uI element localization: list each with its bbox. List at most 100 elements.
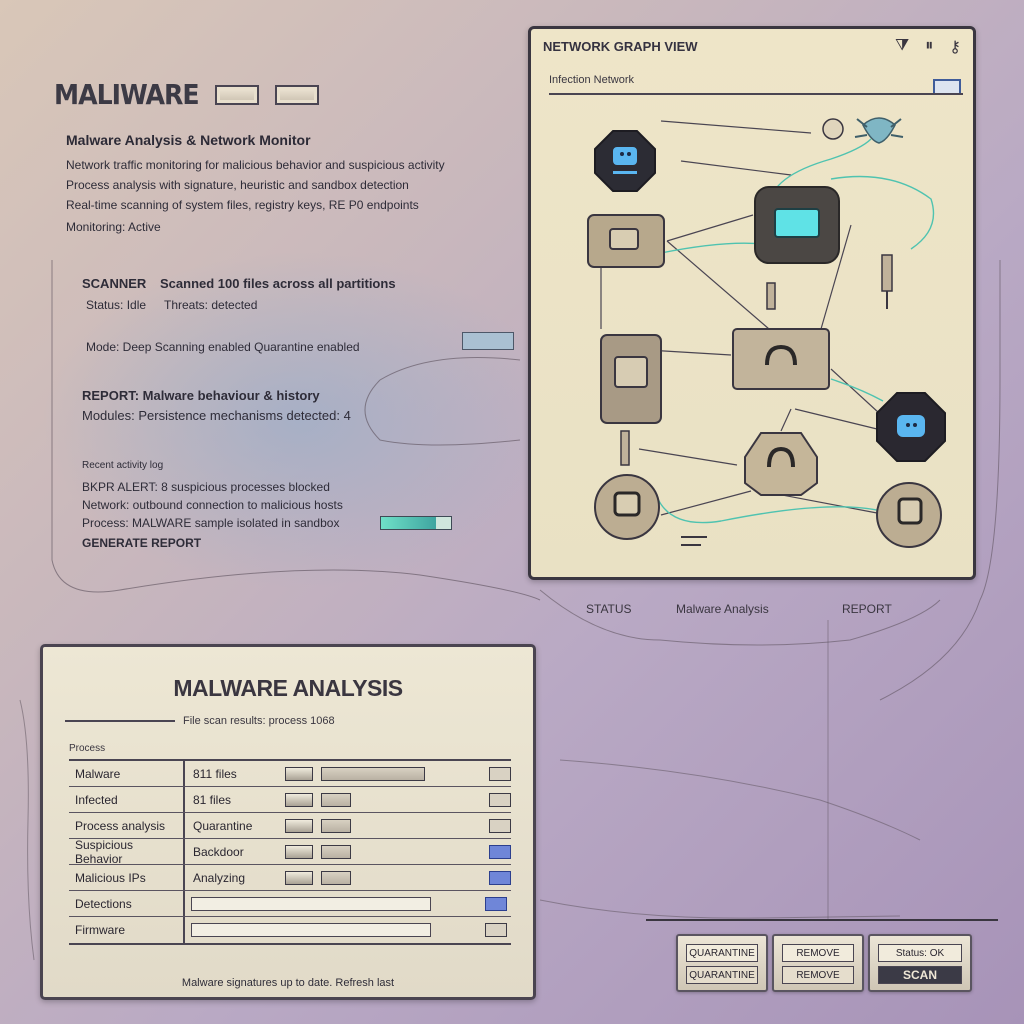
row-value: Backdoor bbox=[193, 844, 244, 859]
edge bbox=[830, 368, 880, 414]
row-checkbox[interactable] bbox=[489, 792, 511, 807]
network-graph-window: NETWORK GRAPH VIEW ⧩ ⏸ ⚷ Infection Netwo… bbox=[528, 26, 976, 580]
row-checkbox[interactable] bbox=[485, 896, 507, 911]
row-input[interactable] bbox=[191, 896, 431, 911]
row-name: Detections bbox=[69, 891, 185, 916]
row-value: 81 files bbox=[193, 792, 232, 807]
scan-button[interactable]: Status: OK SCAN bbox=[868, 934, 972, 992]
log-title: Recent activity log bbox=[82, 460, 164, 471]
caption-analysis: Malware Analysis bbox=[676, 602, 769, 616]
caption-status: STATUS bbox=[586, 602, 632, 616]
app-title: MALIWARE bbox=[54, 78, 200, 111]
row-name: Suspicious Behavior bbox=[69, 838, 185, 866]
connector-icon bbox=[766, 282, 776, 310]
key-icon[interactable]: ⚷ bbox=[949, 39, 961, 56]
edge bbox=[780, 408, 792, 432]
intro-line: Process analysis with signature, heurist… bbox=[66, 178, 409, 192]
quarantine-button[interactable]: QUARANTINE QUARANTINE bbox=[676, 934, 768, 992]
row-value: Quarantine bbox=[193, 818, 253, 833]
teal-edge bbox=[656, 496, 882, 524]
mode-select[interactable] bbox=[462, 332, 514, 350]
row-bar bbox=[321, 870, 351, 885]
table-row[interactable]: Suspicious Behavior Backdoor bbox=[69, 838, 511, 866]
row-checkbox[interactable] bbox=[489, 818, 511, 833]
plug-icon bbox=[881, 254, 893, 309]
teal-edge bbox=[830, 175, 935, 250]
app-header: MALIWARE bbox=[54, 78, 319, 111]
scan-progress-bar bbox=[380, 516, 452, 530]
button-value: REMOVE bbox=[782, 966, 854, 984]
table-header: Process bbox=[69, 743, 106, 754]
row-checkbox[interactable] bbox=[489, 844, 511, 859]
table-row[interactable]: Malware 811 files bbox=[69, 761, 511, 787]
table-row[interactable]: Malicious IPs Analyzing bbox=[69, 865, 511, 891]
edge bbox=[638, 448, 738, 466]
row-toggle[interactable] bbox=[285, 792, 313, 807]
bug-icon bbox=[854, 117, 904, 144]
table-subtitle: File scan results: process 1068 bbox=[65, 715, 335, 727]
device-node bbox=[594, 474, 660, 540]
filter-icon[interactable]: ⧩ bbox=[894, 37, 910, 54]
row-toggle[interactable] bbox=[285, 870, 313, 885]
table-footer: Malware signatures up to date. Refresh l… bbox=[181, 977, 395, 989]
terminal-node bbox=[587, 214, 665, 268]
row-checkbox[interactable] bbox=[489, 766, 511, 781]
scan-mode: Mode: Deep Scanning enabled Quarantine e… bbox=[86, 340, 360, 354]
row-bar bbox=[321, 792, 351, 807]
row-bar bbox=[321, 844, 351, 859]
table-row[interactable]: Detections bbox=[69, 891, 511, 917]
pause-icon[interactable]: ⏸ bbox=[925, 37, 934, 54]
button-value: SCAN bbox=[878, 966, 962, 984]
malware-node bbox=[594, 130, 656, 192]
server-node bbox=[600, 334, 662, 424]
row-input[interactable] bbox=[191, 923, 431, 937]
divider bbox=[549, 93, 963, 95]
row-toggle[interactable] bbox=[285, 818, 313, 833]
row-value: Analyzing bbox=[193, 870, 246, 885]
button-label: QUARANTINE bbox=[686, 944, 758, 962]
table-row[interactable]: Infected 81 files bbox=[69, 787, 511, 813]
page-subtitle: Malware Analysis & Network Monitor bbox=[66, 132, 311, 148]
edge bbox=[666, 240, 770, 330]
row-toggle[interactable] bbox=[285, 766, 313, 781]
row-name: Malware bbox=[69, 761, 185, 786]
row-bar bbox=[321, 766, 425, 781]
table-row[interactable]: Firmware bbox=[69, 917, 511, 943]
log-line: BKPR ALERT: 8 suspicious processes block… bbox=[82, 480, 330, 494]
row-name: Firmware bbox=[69, 917, 185, 943]
edge bbox=[660, 120, 812, 134]
remove-button[interactable]: REMOVE REMOVE bbox=[772, 934, 864, 992]
intro-line: Network traffic monitoring for malicious… bbox=[66, 158, 445, 172]
row-toggle[interactable] bbox=[285, 844, 313, 859]
scan-status: Status: Idle bbox=[86, 298, 147, 312]
caption-report: REPORT bbox=[842, 602, 892, 616]
row-checkbox[interactable] bbox=[489, 870, 511, 885]
header-toggle-button[interactable] bbox=[214, 84, 259, 105]
edge bbox=[820, 224, 852, 330]
action-buttons: QUARANTINE QUARANTINE REMOVE REMOVE Stat… bbox=[676, 934, 972, 992]
row-value: 811 files bbox=[193, 766, 237, 781]
generate-report-link[interactable]: GENERATE REPORT bbox=[82, 536, 202, 550]
row-checkbox[interactable] bbox=[485, 923, 507, 937]
endpoint-node bbox=[876, 482, 942, 548]
header-menu-button[interactable] bbox=[274, 84, 319, 105]
scan-summary: Scanned 100 files across all partitions bbox=[160, 276, 396, 291]
edge bbox=[660, 490, 752, 516]
network-graph bbox=[587, 117, 946, 548]
row-name: Infected bbox=[69, 787, 185, 812]
intro-line: Real-time scanning of system files, regi… bbox=[66, 198, 419, 212]
teal-edge bbox=[830, 378, 884, 402]
row-name: Malicious IPs bbox=[69, 865, 185, 890]
connector-icon bbox=[620, 430, 630, 466]
monitor-node bbox=[754, 186, 840, 264]
scan-label: SCANNER bbox=[82, 276, 147, 291]
network-window-toolbar: ⧩ ⏸ ⚷ bbox=[895, 37, 961, 57]
log-line: Process: MALWARE sample isolated in sand… bbox=[82, 516, 340, 530]
network-window-title: NETWORK GRAPH VIEW bbox=[543, 39, 698, 54]
button-label: REMOVE bbox=[782, 944, 854, 962]
gateway-node bbox=[732, 328, 830, 390]
lock-node bbox=[744, 432, 818, 496]
row-bar bbox=[321, 818, 351, 833]
